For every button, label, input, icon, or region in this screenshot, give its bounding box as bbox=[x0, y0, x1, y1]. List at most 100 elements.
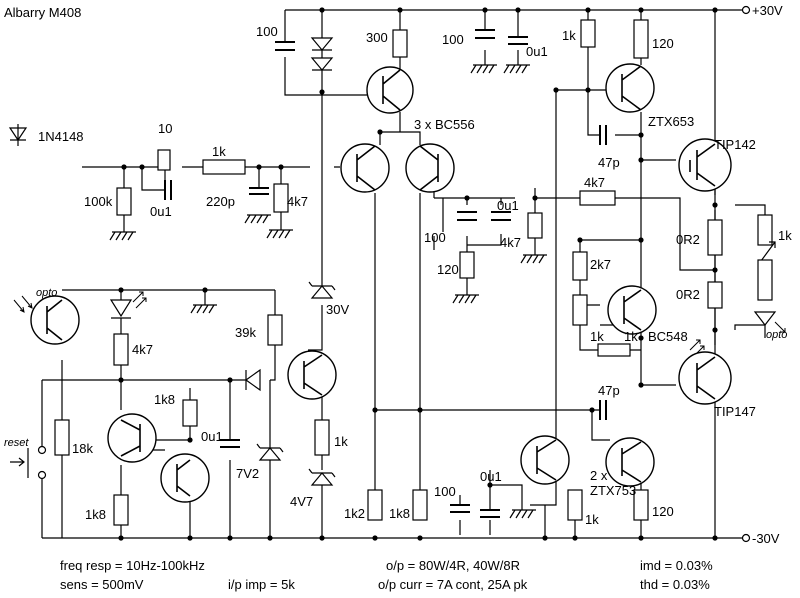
resistor-39k bbox=[267, 314, 283, 346]
transistor-bc548 bbox=[607, 285, 657, 335]
ground-symbol bbox=[266, 229, 293, 239]
led-left bbox=[109, 299, 133, 319]
resistor-1k-vas-top bbox=[580, 19, 596, 48]
label-c-in-elec: 10 bbox=[158, 121, 172, 136]
spec-thd: thd = 0.03% bbox=[640, 577, 710, 592]
label-r-ltp-right: 1k8 bbox=[389, 506, 410, 521]
transistor-opto-left bbox=[30, 295, 80, 345]
capacitor-0u1-input bbox=[164, 180, 172, 200]
label-c-in-filter: 220p bbox=[206, 194, 235, 209]
transistor-ztx753 bbox=[605, 437, 655, 487]
spec-ip-imp: i/p imp = 5k bbox=[228, 577, 295, 592]
label-c-fb-film: 0u1 bbox=[497, 198, 519, 213]
transistor-internals bbox=[46, 65, 716, 497]
label-c-0u1-latch: 0u1 bbox=[201, 429, 223, 444]
negative-rail-label: -30V bbox=[752, 531, 780, 546]
label-r-vbe-base: 1k bbox=[624, 329, 638, 344]
spec-op-power: o/p = 80W/4R, 40W/8R bbox=[386, 558, 520, 573]
resistor-1k2 bbox=[367, 489, 383, 521]
transistor-ztx653 bbox=[605, 63, 655, 113]
transistor-tip142 bbox=[678, 138, 732, 192]
ground-symbol bbox=[520, 254, 547, 264]
resistor-0r2-top bbox=[707, 219, 723, 256]
capacitor-0u1-latch bbox=[220, 439, 240, 448]
label-r-18k: 18k bbox=[72, 441, 93, 456]
resistor-2k7 bbox=[572, 251, 588, 281]
label-vbe-transistor: BC548 bbox=[648, 329, 688, 344]
transistor-top-bc556 bbox=[366, 66, 414, 114]
diode-top-b bbox=[310, 57, 334, 71]
label-r-vas-emitter: 1k bbox=[585, 512, 599, 527]
label-c-rail-elec: 100 bbox=[442, 32, 464, 47]
resistor-1k-vbe-base bbox=[597, 343, 631, 357]
label-r-39k: 39k bbox=[235, 325, 256, 340]
label-r-in-series: 1k bbox=[212, 144, 226, 159]
transistor-latch-bottom bbox=[160, 453, 210, 503]
transistor-ltp-left bbox=[340, 143, 390, 193]
transistor-zener-driver bbox=[287, 350, 337, 400]
label-r-fb-shunt: 4k7 bbox=[500, 235, 521, 250]
resistor-1k-input bbox=[202, 159, 246, 175]
specifications: freq resp = 10Hz-100kHz sens = 500mV i/p… bbox=[60, 558, 713, 592]
label-r-top: 300 bbox=[366, 30, 388, 45]
capacitor-100-rail bbox=[475, 29, 495, 39]
diode-top-a bbox=[310, 37, 334, 51]
spec-imd: imd = 0.03% bbox=[640, 558, 713, 573]
resistor-1k8-top bbox=[182, 399, 198, 427]
led-rays bbox=[13, 291, 786, 357]
transistors bbox=[30, 63, 732, 503]
resistor-1k-led bbox=[757, 214, 773, 246]
rail-terminals bbox=[741, 5, 751, 543]
ground-symbol bbox=[190, 304, 217, 314]
label-r-in-shunt: 100k bbox=[84, 194, 113, 209]
ground-symbol bbox=[109, 231, 136, 241]
label-c-bot-elec: 100 bbox=[434, 484, 456, 499]
reset-switch bbox=[10, 445, 47, 480]
positive-rail-label: +30V bbox=[752, 3, 783, 18]
grounds bbox=[109, 64, 547, 519]
resistor-4k7-bias bbox=[273, 183, 289, 213]
label-zener-7v2: 7V2 bbox=[236, 466, 259, 481]
label-r-emitter-top: 0R2 bbox=[676, 232, 700, 247]
ground-symbol bbox=[503, 64, 530, 74]
labels: Albarry M408 +30V -30V 1N4148 10 0u1 1k … bbox=[4, 3, 792, 546]
resistor-120-ground bbox=[459, 251, 475, 279]
capacitor-100-feedback bbox=[457, 211, 477, 221]
resistor-4k7-opto bbox=[113, 333, 129, 366]
label-r-bias-in: 4k7 bbox=[287, 194, 308, 209]
led-right bbox=[753, 311, 777, 326]
label-c-fb-elec: 100 bbox=[424, 230, 446, 245]
label-c-bot-film: 0u1 bbox=[480, 469, 502, 484]
label-ltp-transistors: 3 x BC556 bbox=[414, 117, 475, 132]
label-r-ltp-left: 1k2 bbox=[344, 506, 365, 521]
capacitor-0u1-feedback bbox=[491, 211, 511, 221]
spec-op-curr: o/p curr = 7A cont, 25A pk bbox=[378, 577, 528, 592]
resistor-0r2-bottom bbox=[707, 281, 723, 309]
label-r-ccs-bottom: 120 bbox=[652, 504, 674, 519]
ground-symbol bbox=[509, 509, 536, 519]
label-r-ccs-top: 120 bbox=[652, 36, 674, 51]
capacitor-47p-bottom bbox=[599, 400, 607, 420]
label-r-1k8-bottom: 1k8 bbox=[85, 507, 106, 522]
title: Albarry M408 bbox=[4, 5, 81, 20]
capacitors bbox=[164, 29, 607, 518]
positive-terminal bbox=[741, 5, 751, 15]
capacitor-0u1-rail bbox=[508, 36, 528, 45]
ground-symbol bbox=[470, 64, 497, 74]
junctions bbox=[118, 7, 718, 541]
label-c-in-film: 0u1 bbox=[150, 204, 172, 219]
pot-body bbox=[757, 259, 773, 301]
capacitor-220p bbox=[249, 187, 269, 195]
label-r-feedback: 4k7 bbox=[584, 175, 605, 190]
zener-7v2-icon bbox=[256, 443, 284, 461]
capacitor-100-top bbox=[275, 41, 295, 51]
label-r-zener-mid: 1k bbox=[334, 434, 348, 449]
resistor-1k-vas-emitter bbox=[567, 489, 583, 521]
label-r-vbe-bottom: 1k bbox=[590, 329, 604, 344]
resistors bbox=[54, 19, 773, 526]
capacitor-47p-top bbox=[599, 125, 607, 145]
resistor-4k7-shunt bbox=[527, 212, 543, 239]
diodes bbox=[8, 37, 777, 486]
